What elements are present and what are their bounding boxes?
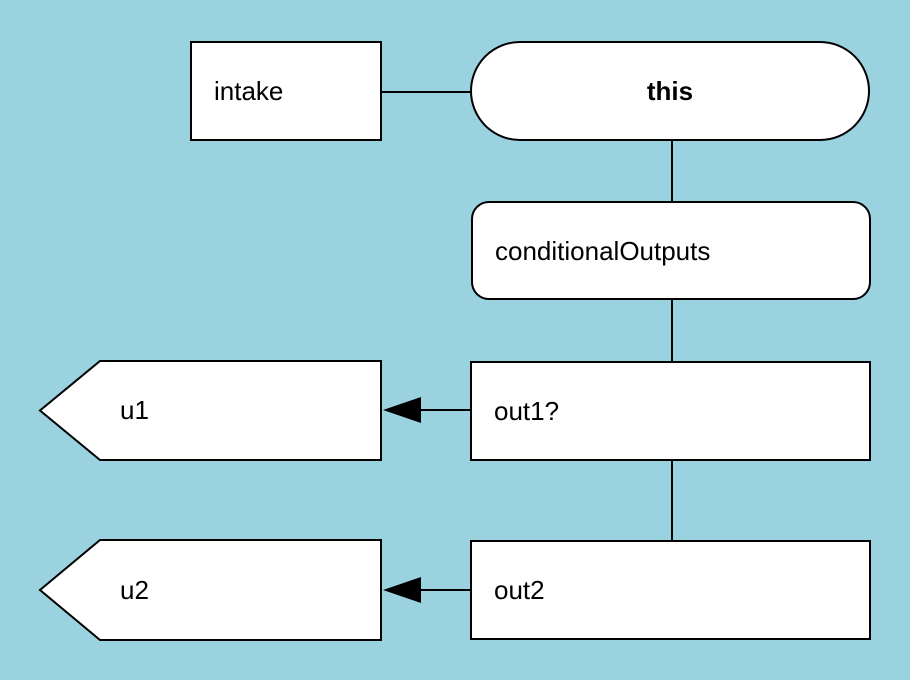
- arrowhead-left-icon: [383, 577, 421, 603]
- node-this-label: this: [646, 76, 694, 106]
- node-u1-label: u1: [120, 395, 149, 425]
- node-u2-shape[interactable]: [38, 539, 382, 641]
- node-conditional-outputs[interactable]: conditionalOutputs: [471, 201, 871, 300]
- node-u2-label: u2: [120, 575, 149, 605]
- node-out2[interactable]: out2: [470, 540, 871, 640]
- arrowhead-left-icon: [383, 397, 421, 423]
- node-out2-label: out2: [494, 575, 545, 605]
- node-out1-label: out1?: [494, 396, 560, 426]
- node-intake-label: intake: [214, 76, 284, 106]
- node-u2[interactable]: u2: [40, 540, 381, 640]
- node-out1[interactable]: out1?: [470, 361, 871, 461]
- node-u1-shape[interactable]: [38, 360, 382, 461]
- node-this[interactable]: this: [470, 41, 870, 141]
- node-u1[interactable]: u1: [40, 360, 381, 460]
- node-conditional-outputs-label: conditionalOutputs: [495, 235, 711, 266]
- node-intake[interactable]: intake: [190, 41, 382, 141]
